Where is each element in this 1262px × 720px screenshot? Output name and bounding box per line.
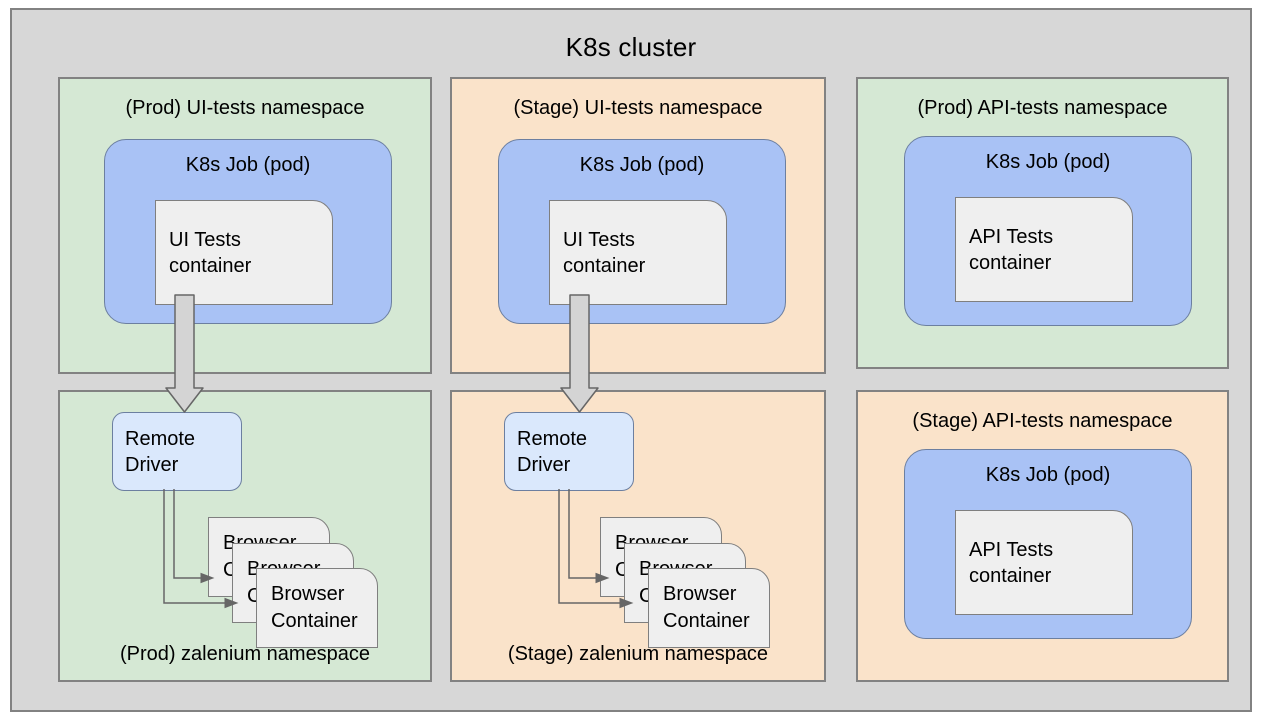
pod-prod-api-tests: K8s Job (pod) API Tests container	[904, 136, 1192, 326]
namespace-title-prod-zalenium: (Prod) zalenium namespace	[119, 643, 371, 665]
pod-title-stage-ui-tests: K8s Job (pod)	[579, 154, 705, 176]
pod-stage-api-tests: K8s Job (pod) API Tests container	[904, 449, 1192, 639]
container-box-stage-ui-tests	[549, 200, 727, 305]
container-box-stage-api-tests	[955, 510, 1133, 615]
container-label-prod-api-tests: API Tests container	[969, 225, 1054, 274]
pod-title-prod-api-tests: K8s Job (pod)	[985, 151, 1111, 173]
remote-driver-label-prod: Remote Driver	[125, 427, 196, 476]
container-prod-api-tests: API Tests container	[955, 197, 1133, 302]
container-box-prod-api-tests	[955, 197, 1133, 302]
namespace-prod-zalenium: (Prod) zalenium namespace Remote Driver …	[58, 390, 432, 682]
browser-container-label-stage-3: Browser Container	[663, 583, 750, 632]
cluster-title: K8s cluster	[565, 32, 697, 62]
container-box-prod-ui-tests	[155, 200, 333, 305]
pod-stage-ui-tests: K8s Job (pod) UI Tests container	[498, 139, 786, 324]
container-stage-ui-tests: UI Tests container	[549, 200, 727, 305]
remote-driver-label-stage: Remote Driver	[517, 427, 588, 476]
namespace-stage-api-tests: (Stage) API-tests namespace K8s Job (pod…	[856, 390, 1229, 682]
remote-driver-prod: Remote Driver	[112, 412, 242, 491]
container-label-stage-ui-tests: UI Tests container	[563, 228, 646, 277]
namespace-title-stage-api-tests: (Stage) API-tests namespace	[912, 410, 1173, 432]
namespace-prod-ui-tests: (Prod) UI-tests namespace K8s Job (pod) …	[58, 77, 432, 374]
container-prod-ui-tests: UI Tests container	[155, 200, 333, 305]
container-label-prod-ui-tests: UI Tests container	[169, 228, 252, 277]
remote-driver-stage: Remote Driver	[504, 412, 634, 491]
container-label-stage-api-tests: API Tests container	[969, 538, 1054, 587]
browser-container-stage-3: Browser Container	[648, 568, 770, 648]
namespace-stage-zalenium: (Stage) zalenium namespace Remote Driver…	[450, 390, 826, 682]
namespace-title-stage-ui-tests: (Stage) UI-tests namespace	[513, 97, 763, 119]
namespace-stage-ui-tests: (Stage) UI-tests namespace K8s Job (pod)…	[450, 77, 826, 374]
pod-title-stage-api-tests: K8s Job (pod)	[985, 464, 1111, 486]
namespace-title-prod-ui-tests: (Prod) UI-tests namespace	[125, 97, 365, 119]
namespace-title-prod-api-tests: (Prod) API-tests namespace	[917, 97, 1168, 119]
namespace-prod-api-tests: (Prod) API-tests namespace K8s Job (pod)…	[856, 77, 1229, 369]
pod-title-prod-ui-tests: K8s Job (pod)	[185, 154, 311, 176]
browser-container-label-prod-3: Browser Container	[271, 583, 358, 632]
browser-container-prod-3: Browser Container	[256, 568, 378, 648]
namespace-title-stage-zalenium: (Stage) zalenium namespace	[507, 643, 769, 665]
container-stage-api-tests: API Tests container	[955, 510, 1133, 615]
pod-prod-ui-tests: K8s Job (pod) UI Tests container	[104, 139, 392, 324]
